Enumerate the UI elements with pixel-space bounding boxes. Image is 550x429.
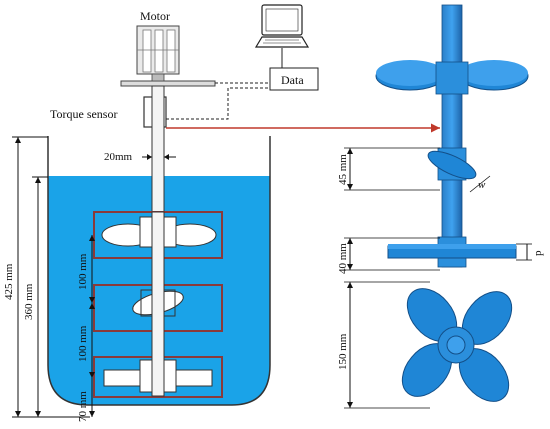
dimension-70 <box>89 378 95 417</box>
propeller-bottom-view <box>401 288 513 402</box>
sensor-wire <box>166 87 270 120</box>
dim-425-label: 425 mm <box>3 263 15 300</box>
upper-impeller <box>101 216 217 248</box>
dimension-360 <box>32 176 48 417</box>
torque-sensor-label: Torque sensor <box>50 107 117 121</box>
shaft-width-label: 20mm <box>104 151 133 163</box>
shaft-overlay <box>151 211 165 397</box>
dimension-45 <box>344 147 440 191</box>
tank-wall <box>47 136 271 406</box>
dim-360-label: 360 mm <box>23 283 35 320</box>
dim-45-label: 45 mm <box>337 154 349 185</box>
w-marker <box>469 175 491 193</box>
dim-40-label: 40 mm <box>337 243 349 274</box>
dim-70-label: 70 mm <box>77 391 89 422</box>
data-box <box>269 67 319 91</box>
label-p: p <box>532 250 544 256</box>
shaft-width-dimension <box>142 154 176 160</box>
data-label: Data <box>281 73 304 87</box>
dimension-100-upper <box>89 235 95 303</box>
motor-label: Motor <box>140 9 170 23</box>
motor-plate <box>120 80 216 87</box>
computer-icon <box>254 4 310 48</box>
label-w: w <box>478 179 486 191</box>
dimension-p <box>516 243 532 261</box>
dimension-425 <box>12 136 90 418</box>
motor <box>136 25 180 75</box>
dimension-40 <box>344 237 440 271</box>
dim-100-lower-label: 100 mm <box>77 325 89 362</box>
dim-150-label: 150 mm <box>337 333 349 370</box>
dimension-100-lower <box>89 303 95 378</box>
impeller-3d-model <box>375 4 529 268</box>
dim-100-upper-label: 100 mm <box>77 253 89 290</box>
dimension-150 <box>344 281 430 409</box>
coupling <box>151 73 165 82</box>
